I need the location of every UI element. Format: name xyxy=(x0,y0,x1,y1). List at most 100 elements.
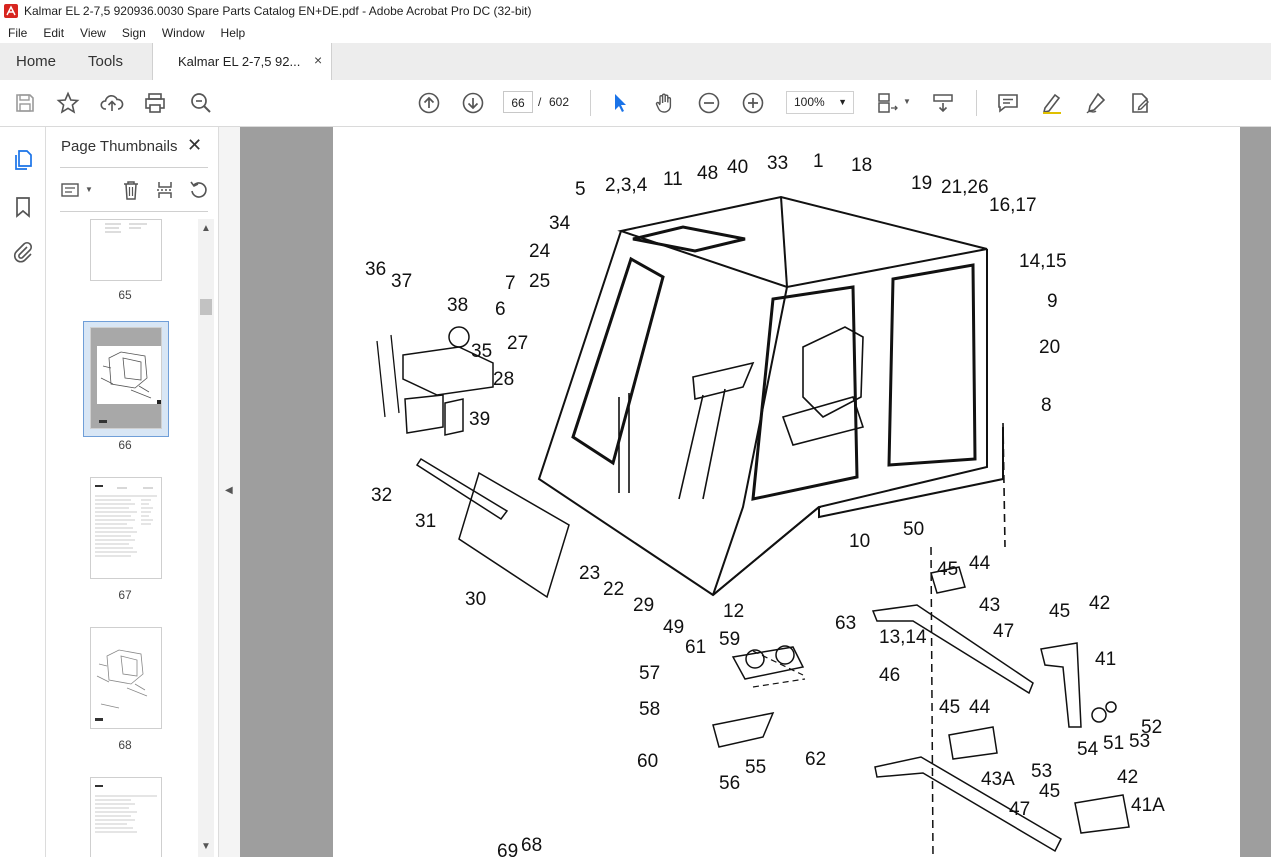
scrollbar-thumb[interactable] xyxy=(200,299,212,315)
tab-tools[interactable]: Tools xyxy=(88,53,124,70)
edit-document-icon[interactable] xyxy=(1128,91,1152,115)
part-callout-24: 24 xyxy=(529,241,551,262)
part-callout-8: 8 xyxy=(1041,395,1052,416)
part-callout-43A: 43A xyxy=(981,769,1015,790)
part-callout-5: 5 xyxy=(575,179,586,200)
zoom-in-icon[interactable] xyxy=(741,91,765,115)
fit-page-icon[interactable] xyxy=(876,91,900,115)
thumbnail-list: 65 66 xyxy=(46,219,204,857)
panel-splitter[interactable]: ◀ xyxy=(218,127,240,857)
menu-sign[interactable]: Sign xyxy=(121,25,146,40)
part-callout-32: 32 xyxy=(371,485,392,506)
attachments-icon[interactable] xyxy=(11,240,35,264)
tab-bar: Home Tools Kalmar EL 2-7,5 92... × xyxy=(0,43,1271,81)
draw-sign-icon[interactable] xyxy=(1084,91,1108,115)
part-callout-35: 35 xyxy=(471,341,492,362)
part-callout-57: 57 xyxy=(639,663,660,684)
panel-divider xyxy=(60,211,208,212)
title-bar: Kalmar EL 2-7,5 920936.0030 Spare Parts … xyxy=(0,0,1271,22)
panel-close-icon[interactable]: ✕ xyxy=(187,135,203,155)
thumbnail-label: 65 xyxy=(118,288,132,302)
menu-file[interactable]: File xyxy=(8,25,28,40)
part-callout-45: 45 xyxy=(937,559,958,580)
thumbnail-page-68[interactable] xyxy=(90,627,162,729)
bookmark-star-icon[interactable] xyxy=(56,91,80,115)
part-callout-23: 23 xyxy=(579,563,600,584)
thumbnail-label: 66 xyxy=(118,438,132,452)
select-cursor-icon[interactable] xyxy=(608,91,632,115)
tab-home[interactable]: Home xyxy=(16,53,57,70)
chevron-down-icon: ▼ xyxy=(838,97,847,107)
toolbar-separator xyxy=(976,90,977,116)
page-up-icon[interactable] xyxy=(417,91,441,115)
tab-document-label: Kalmar EL 2-7,5 92... xyxy=(178,54,301,69)
part-callout-49: 49 xyxy=(663,617,684,638)
comment-icon[interactable] xyxy=(996,91,1020,115)
upload-cloud-icon[interactable] xyxy=(100,91,124,115)
part-callout-61: 61 xyxy=(685,637,706,658)
menu-view[interactable]: View xyxy=(80,25,106,40)
left-rail xyxy=(0,127,46,857)
part-callout-1: 1 xyxy=(813,151,824,172)
part-callout-22: 22 xyxy=(603,579,624,600)
part-callout-27: 27 xyxy=(507,333,528,354)
zoom-out-icon[interactable] xyxy=(697,91,721,115)
page-number-input[interactable]: 66 xyxy=(503,91,533,113)
thumbnail-page-67[interactable] xyxy=(90,477,162,579)
page-total: 602 xyxy=(549,95,570,109)
save-icon[interactable] xyxy=(13,91,37,115)
highlight-pen-icon[interactable] xyxy=(1040,91,1064,115)
part-callout-60: 60 xyxy=(637,751,658,772)
part-callout-41: 41 xyxy=(1095,649,1116,670)
thumbnail-page-69[interactable] xyxy=(90,777,162,857)
part-callout-33: 33 xyxy=(767,153,788,174)
fit-dropdown-chevron-icon[interactable]: ▼ xyxy=(903,97,911,106)
part-callout-53: 53 xyxy=(1129,731,1150,752)
thumbnail-page-65[interactable] xyxy=(90,219,162,281)
part-callout-20: 20 xyxy=(1039,337,1060,358)
part-callout-13-14: 13,14 xyxy=(879,627,927,648)
page-thumbnails-icon[interactable] xyxy=(11,148,35,172)
part-callout-10: 10 xyxy=(849,531,870,552)
part-callout-59: 59 xyxy=(719,629,740,650)
rotate-page-icon[interactable] xyxy=(188,179,210,201)
part-callout-37: 37 xyxy=(391,271,412,292)
chevron-down-icon[interactable]: ▼ xyxy=(85,185,93,194)
bookmarks-icon[interactable] xyxy=(11,195,35,219)
menu-edit[interactable]: Edit xyxy=(43,25,65,40)
scroll-up-icon[interactable]: ▲ xyxy=(201,223,211,234)
extract-page-icon[interactable] xyxy=(154,179,176,201)
part-callout-69: 69 xyxy=(497,841,518,857)
part-callout-6: 6 xyxy=(495,299,506,320)
print-icon[interactable] xyxy=(143,91,167,115)
part-callout-51: 51 xyxy=(1103,733,1124,754)
hand-tool-icon[interactable] xyxy=(653,91,677,115)
zoom-select[interactable]: 100% ▼ xyxy=(786,91,854,114)
thumbnail-options-icon[interactable] xyxy=(60,179,82,201)
part-callout-28: 28 xyxy=(493,369,514,390)
thumbnails-scrollbar[interactable]: ▲ ▼ xyxy=(198,219,214,857)
part-callout-45: 45 xyxy=(1049,601,1070,622)
scroll-mode-icon[interactable] xyxy=(931,91,955,115)
thumbnail-label: 68 xyxy=(118,738,132,752)
tab-document[interactable]: Kalmar EL 2-7,5 92... × xyxy=(152,43,332,80)
collapse-panel-icon[interactable]: ◀ xyxy=(225,485,233,496)
tab-close-icon[interactable]: × xyxy=(314,52,323,68)
part-callout-43: 43 xyxy=(979,595,1000,616)
menu-window[interactable]: Window xyxy=(161,25,205,40)
part-callout-38: 38 xyxy=(447,295,468,316)
scroll-down-icon[interactable]: ▼ xyxy=(201,841,211,852)
search-zoom-icon[interactable] xyxy=(189,91,213,115)
thumbnail-label: 67 xyxy=(118,588,132,602)
part-callout-63: 63 xyxy=(835,613,856,634)
acrobat-icon xyxy=(4,4,18,18)
page-down-icon[interactable] xyxy=(461,91,485,115)
part-callout-68: 68 xyxy=(521,835,542,856)
delete-page-icon[interactable] xyxy=(120,179,142,201)
window-title: Kalmar EL 2-7,5 920936.0030 Spare Parts … xyxy=(24,4,532,18)
thumbnail-page-66[interactable] xyxy=(90,327,163,429)
menu-help[interactable]: Help xyxy=(220,25,246,40)
